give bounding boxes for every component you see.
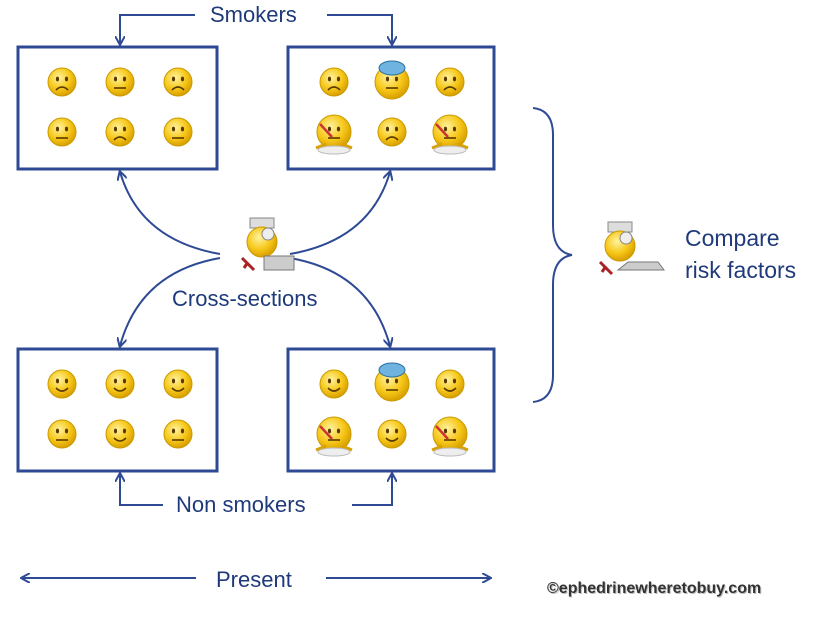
compare-line-1: Compare xyxy=(685,225,780,251)
present-label: Present xyxy=(216,567,292,592)
smile-face-icon xyxy=(105,369,135,399)
neutral-face-icon xyxy=(163,117,193,147)
neutral-face-icon xyxy=(163,419,193,449)
doctor-compare-icon xyxy=(598,221,665,276)
smokers-label: Smokers xyxy=(210,2,297,27)
box-nonsmokers-healthy xyxy=(16,347,219,473)
smile-face-icon xyxy=(163,369,193,399)
neutral-face-icon xyxy=(47,419,77,449)
sad-face-icon xyxy=(435,67,465,97)
cross-arrow-bottom-left xyxy=(120,257,221,346)
cross-arrow-bottom-right xyxy=(289,257,390,346)
nonsmokers-arrow-left xyxy=(120,474,163,506)
sick-thermometer-face-icon xyxy=(431,416,469,457)
sick-thermometer-face-icon xyxy=(315,114,353,155)
box-smokers-healthy xyxy=(16,45,219,171)
non-smokers-label: Non smokers xyxy=(176,492,306,517)
sick-thermometer-face-icon xyxy=(431,114,469,155)
smile-face-icon xyxy=(47,369,77,399)
sick-thermometer-face-icon xyxy=(315,416,353,457)
sad-face-icon xyxy=(319,67,349,97)
neutral-face-icon xyxy=(47,117,77,147)
smokers-arrow-right xyxy=(327,14,392,44)
smokers-arrow-left xyxy=(120,14,195,44)
faces-layer xyxy=(47,60,469,457)
sick-icepack-face-icon xyxy=(374,362,410,402)
sick-icepack-face-icon xyxy=(374,60,410,100)
compare-risk-factors-label: Compare risk factors xyxy=(685,222,796,286)
curly-brace xyxy=(532,107,573,403)
cross-arrow-top-right xyxy=(289,172,390,255)
sad-face-icon xyxy=(47,67,77,97)
smile-face-icon xyxy=(105,419,135,449)
sad-face-icon xyxy=(163,67,193,97)
doctor-icon xyxy=(240,217,295,272)
sad-face-icon xyxy=(377,117,407,147)
smile-face-icon xyxy=(377,419,407,449)
neutral-face-icon xyxy=(105,67,135,97)
nonsmokers-arrow-right xyxy=(352,474,392,506)
smile-face-icon xyxy=(435,369,465,399)
sad-face-icon xyxy=(105,117,135,147)
cross-arrow-top-left xyxy=(120,172,221,255)
cross-sections-label: Cross-sections xyxy=(172,286,318,311)
credit-text: ©ephedrinewheretobuy.com xyxy=(547,580,762,597)
smile-face-icon xyxy=(319,369,349,399)
compare-line-2: risk factors xyxy=(685,257,797,283)
